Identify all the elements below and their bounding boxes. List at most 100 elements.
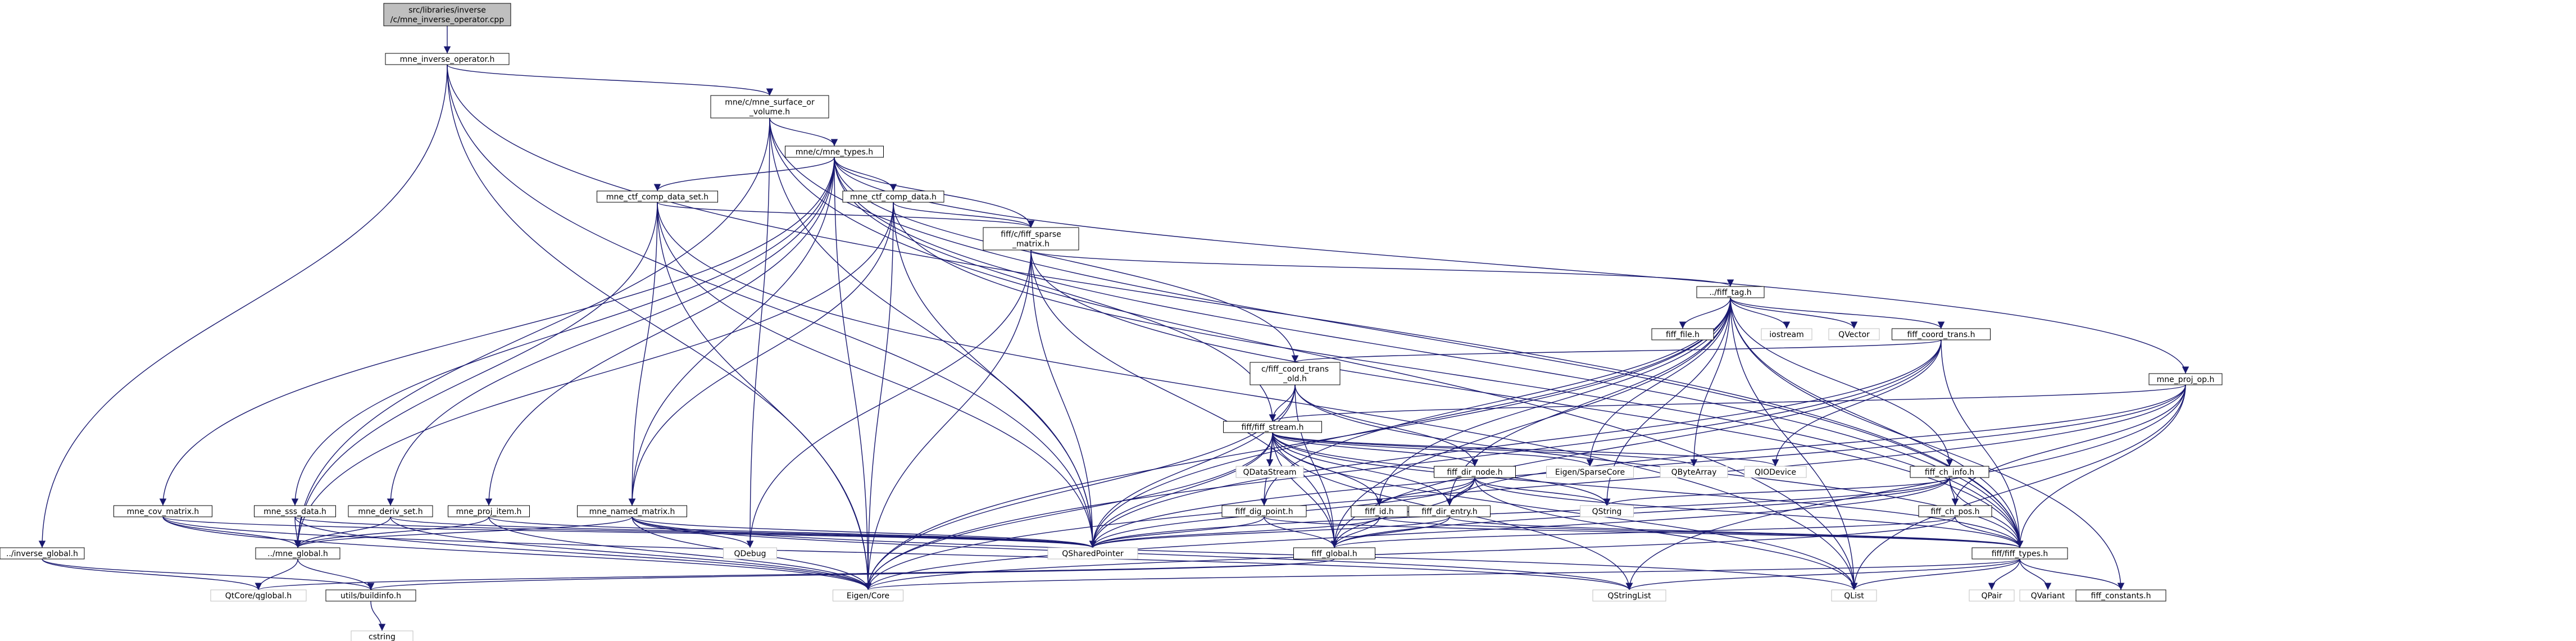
- node-mne_cov_matrix[interactable]: mne_cov_matrix.h: [113, 505, 212, 517]
- node-coord_trans_old-label: c/fiff_coord_trans: [1261, 365, 1329, 374]
- node-mne_deriv_set[interactable]: mne_deriv_set.h: [348, 505, 433, 517]
- node-inv_op_h[interactable]: mne_inverse_operator.h: [385, 53, 510, 65]
- edge-inv_global-to-qtcore_global: [42, 558, 262, 590]
- edge-fiff_sparse-to-qdebug: [746, 249, 1032, 548]
- nodes-layer: src/libraries/inverse/c/mne_inverse_oper…: [0, 3, 2223, 641]
- node-fiff_ch_info-label: fiff_ch_info.h: [1925, 468, 1974, 477]
- edge-mne_proj_op-to-fiff_stream: [1269, 384, 2186, 422]
- edge-ctf_comp_data-to-qsharedpointer: [893, 202, 1097, 548]
- edge-surface_or_volume-to-qsharedpointer: [769, 117, 1097, 548]
- edge-fiff_tag-to-eigen_core: [864, 297, 1731, 590]
- edge-mne_types-to-ctf_comp_data: [834, 157, 897, 192]
- node-qstring-label: QString: [1592, 507, 1622, 516]
- edge-inv_op_h-to-inv_global: [38, 64, 448, 548]
- edge-fiff_stream-to-fiff_dir_node: [1272, 432, 1479, 467]
- edge-ctf_comp_data_set-to-mne_named_matrix: [628, 202, 658, 506]
- node-eigen_sparse-label: Eigen/SparseCore: [1555, 468, 1625, 477]
- node-iostream: iostream: [1761, 328, 1812, 340]
- edge-inv_op_h-to-fiff_types: [447, 64, 2024, 548]
- node-root-box: [383, 3, 511, 26]
- node-mne_types[interactable]: mne/c/mne_types.h: [785, 146, 884, 158]
- node-ctf_comp_data-box: [842, 190, 944, 203]
- node-buildinfo[interactable]: utils/buildinfo.h: [325, 589, 416, 602]
- node-qtcore_global-box: [210, 589, 307, 602]
- node-inv_global[interactable]: ../inverse_global.h: [0, 547, 85, 560]
- node-ctf_comp_data_set[interactable]: mne_ctf_comp_data_set.h: [597, 190, 718, 203]
- edge-fiff_ch_info-to-fiff_global: [1330, 477, 1950, 548]
- edge-ctf_comp_data-to-eigen_core: [864, 202, 894, 590]
- node-fiff_coord_trans-label: fiff_coord_trans.h: [1907, 330, 1975, 339]
- node-surface_or_volume-label: mne/c/mne_surface_or: [725, 98, 815, 107]
- node-fiff_sparse-box: [983, 227, 1079, 251]
- node-fiff_tag[interactable]: ../fiff_tag.h: [1696, 286, 1765, 298]
- node-qlist-box: [1831, 589, 1877, 602]
- edge-ctf_comp_data_set-to-fiff_sparse: [657, 202, 1034, 228]
- node-mne_deriv_set-box: [348, 505, 433, 517]
- node-surface_or_volume[interactable]: mne/c/mne_surface_or_volume.h: [710, 95, 829, 119]
- node-fiff_dig_point[interactable]: fiff_dig_point.h: [1221, 505, 1307, 517]
- node-fiff_global-label: fiff_global.h: [1311, 549, 1357, 558]
- node-fiff_file[interactable]: fiff_file.h: [1651, 328, 1714, 340]
- edge-fiff_tag-to-iostream: [1730, 297, 1791, 329]
- node-inv_op_h-label: mne_inverse_operator.h: [400, 55, 495, 64]
- node-root[interactable]: src/libraries/inverse/c/mne_inverse_oper…: [383, 3, 511, 26]
- node-fiff_ch_pos[interactable]: fiff_ch_pos.h: [1918, 505, 1992, 517]
- node-eigen_core: Eigen/Core: [833, 589, 903, 602]
- node-fiff_sparse[interactable]: fiff/c/fiff_sparse_matrix.h: [983, 227, 1079, 251]
- node-mne_proj_op[interactable]: mne_proj_op.h: [2148, 373, 2223, 385]
- node-fiff_dig_point-box: [1221, 505, 1307, 517]
- edge-fiff_dir_node-to-fiff_types: [1474, 477, 2024, 548]
- node-qdebug: QDebug: [723, 547, 777, 560]
- edge-fiff_sparse-to-qsharedpointer: [1030, 249, 1097, 548]
- node-iostream-box: [1761, 328, 1812, 340]
- node-coord_trans_old[interactable]: c/fiff_coord_trans_old.h: [1250, 362, 1341, 385]
- edge-fiff_stream-to-qbytearray: [1272, 432, 1697, 467]
- edge-fiff_tag-to-fiff_types: [1730, 297, 2024, 548]
- node-qstringlist: QStringList: [1592, 589, 1666, 602]
- node-mne_deriv_set-label: mne_deriv_set.h: [358, 507, 422, 516]
- node-qiodevice-label: QIODevice: [1755, 468, 1796, 477]
- node-fiff_id[interactable]: fiff_id.h: [1351, 505, 1408, 517]
- edge-mne_proj_item-to-qsharedpointer: [488, 516, 1096, 548]
- node-ctf_comp_data-label: mne_ctf_comp_data.h: [850, 193, 937, 202]
- node-eigen_core-box: [833, 589, 903, 602]
- edge-mne_proj_op-to-qstringlist: [1625, 384, 2186, 590]
- node-mne_proj_item[interactable]: mne_proj_item.h: [448, 505, 530, 517]
- edge-inv_op_h-to-surface_or_volume: [447, 64, 774, 96]
- node-mne_named_matrix[interactable]: mne_named_matrix.h: [577, 505, 687, 517]
- node-fiff_ch_pos-label: fiff_ch_pos.h: [1930, 507, 1979, 516]
- edge-mne_proj_op-to-fiff_ch_pos: [1951, 384, 2186, 506]
- node-mne_types-label: mne/c/mne_types.h: [796, 148, 873, 157]
- node-qstringlist-box: [1592, 589, 1666, 602]
- node-fiff_constants[interactable]: fiff_constants.h: [2075, 589, 2166, 602]
- edge-coord_trans_old-to-qsharedpointer: [1089, 384, 1296, 548]
- edge-mne_types-to-mne_named_matrix: [628, 157, 835, 506]
- node-fiff_id-box: [1351, 505, 1408, 517]
- node-fiff_stream[interactable]: fiff/fiff_stream.h: [1223, 421, 1322, 433]
- node-fiff_constants-box: [2075, 589, 2166, 602]
- node-mne_sss_data[interactable]: mne_sss_data.h: [254, 505, 336, 517]
- edge-mne_types-to-mne_cov_matrix: [159, 157, 835, 506]
- node-cstring-label: cstring: [369, 633, 396, 641]
- node-mne_global[interactable]: ../mne_global.h: [255, 547, 340, 560]
- node-mne_proj_op-box: [2148, 373, 2223, 385]
- node-fiff_constants-label: fiff_constants.h: [2091, 592, 2151, 601]
- node-surface_or_volume-box: [710, 95, 829, 119]
- node-surface_or_volume-label: _volume.h: [749, 108, 790, 117]
- node-qbytearray: QByteArray: [1660, 466, 1728, 478]
- edge-surface_or_volume-to-qlist: [769, 117, 1858, 590]
- edge-mne_proj_item-to-mne_global: [294, 516, 489, 548]
- edge-fiff_dir_entry-to-fiff_types: [1449, 516, 2023, 548]
- edge-fiff_coord_trans-to-fiff_types: [1941, 339, 2024, 548]
- node-fiff_global[interactable]: fiff_global.h: [1293, 547, 1375, 560]
- node-fiff_types[interactable]: fiff/fiff_types.h: [1971, 547, 2068, 560]
- edge-fiff_tag-to-eigen_sparse: [1586, 297, 1731, 467]
- node-ctf_comp_data[interactable]: mne_ctf_comp_data.h: [842, 190, 944, 203]
- node-fiff_ch_info[interactable]: fiff_ch_info.h: [1910, 466, 1989, 478]
- edge-surface_or_volume-to-mne_global: [294, 117, 770, 548]
- edge-fiff_tag-to-qvector: [1730, 297, 1858, 329]
- node-fiff_dir_node[interactable]: fiff_dir_node.h: [1434, 466, 1516, 478]
- node-fiff_dir_entry[interactable]: fiff_dir_entry.h: [1409, 505, 1491, 517]
- node-fiff_coord_trans[interactable]: fiff_coord_trans.h: [1892, 328, 1991, 340]
